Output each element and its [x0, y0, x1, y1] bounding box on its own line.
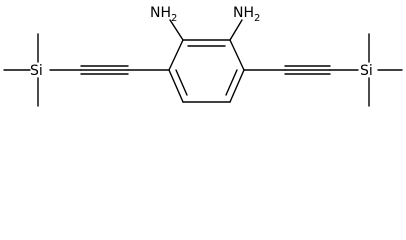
left-trimethylsilylethynyl: Si: [3, 33, 170, 107]
silicon-right-label: Si: [360, 63, 373, 79]
benzene-ring: [168, 39, 245, 103]
amine-right-label: NH2: [233, 5, 260, 24]
ring-bond-upper-right: [229, 39, 245, 71]
ring-bond-upper-left: [168, 39, 184, 71]
amine-bond-right: [229, 19, 243, 41]
amine-left-label: NH2: [150, 5, 177, 24]
ring-bond-lower-right: [229, 69, 245, 103]
ring-bond-lower-left: [168, 69, 184, 103]
amine-substituents: NH2 NH2: [150, 5, 260, 41]
silicon-left-label: Si: [30, 63, 43, 79]
amine-bond-left: [169, 19, 184, 41]
chemical-structure-diagram: NH2 NH2 Si Si: [3, 5, 403, 107]
ring-inner-double-left: [175, 69, 188, 96]
ring-inner-double-right: [225, 69, 238, 96]
right-trimethylsilylethynyl: Si: [243, 33, 403, 107]
